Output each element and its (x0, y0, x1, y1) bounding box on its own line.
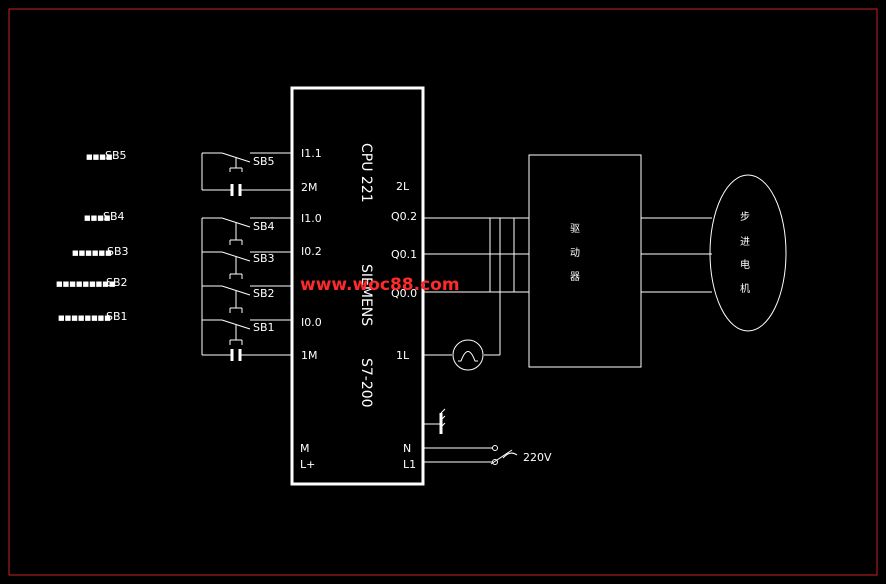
left-labels: ■■■■ SB5 ■■■■ SB4 ■■■■■■ SB3 ■■■■■■■■■ S… (56, 149, 129, 323)
left-label-sb4: SB4 (103, 210, 125, 223)
motor-char-2: 进 (740, 236, 750, 248)
sb2-label: SB2 (253, 287, 275, 300)
svg-text:■■■■: ■■■■ (84, 214, 110, 222)
terminal-2l: 2L (396, 180, 410, 193)
ac-source-symbol (452, 339, 484, 371)
terminal-q0-0: Q0.0 (391, 287, 417, 300)
drawing-border (8, 8, 878, 576)
motor-char-1: 步 (740, 211, 750, 223)
motor-char-4: 机 (740, 282, 750, 295)
terminal-l1: L1 (403, 458, 416, 471)
terminal-n: N (403, 442, 411, 455)
ground-icon (423, 408, 446, 434)
plc-cpu-model: CPU 221 (358, 143, 374, 203)
motor-char-3: 电 (740, 258, 750, 271)
terminal-q0-2: Q0.2 (391, 210, 417, 223)
terminal-i1-1: I1.1 (301, 147, 322, 160)
driver-char-2: 动 (570, 247, 580, 259)
push-button-sb3: SB3 (221, 251, 275, 279)
sb3-label: SB3 (253, 252, 275, 265)
left-label-sb2: SB2 (106, 276, 128, 289)
plc-brand: SIEMENS (358, 264, 374, 326)
sb1-label: SB1 (253, 321, 275, 334)
watermark: www.woc88.com (300, 275, 460, 295)
motor-wiring (641, 217, 712, 293)
push-button-sb1: SB1 (221, 319, 275, 361)
svg-text:■■■■■■■■: ■■■■■■■■ (58, 314, 111, 322)
terminal-i0-0: I0.0 (301, 316, 322, 329)
terminal-i0-2: I0.2 (301, 245, 322, 258)
svg-text:■■■■■■: ■■■■■■ (72, 249, 112, 257)
left-label-sb3: SB3 (107, 245, 129, 258)
push-button-sb2: SB2 (221, 285, 275, 313)
terminal-m: M (300, 442, 310, 455)
terminal-l-plus: L+ (300, 458, 315, 471)
terminal-i1-0: I1.0 (301, 212, 322, 225)
sb4-label: SB4 (253, 220, 275, 233)
driver-char-3: 器 (570, 271, 580, 283)
terminal-2m: 2M (301, 181, 318, 194)
voltage-label: 220V (523, 451, 552, 464)
terminal-1l: 1L (396, 349, 410, 362)
terminal-1m: 1M (301, 349, 318, 362)
stepper-motor (709, 174, 787, 332)
plc-series: S7-200 (358, 358, 374, 408)
driver-char-1: 驱 (570, 223, 580, 235)
output-wiring (423, 217, 529, 356)
svg-text:■■■■: ■■■■ (86, 153, 112, 161)
svg-text:■■■■■■■■■: ■■■■■■■■■ (56, 280, 116, 288)
power-input: 220V (423, 445, 552, 465)
stepper-driver (528, 154, 642, 368)
input-wiring (201, 152, 292, 356)
sb5-label: SB5 (253, 155, 275, 168)
terminal-q0-1: Q0.1 (391, 248, 417, 261)
left-label-sb1: SB1 (106, 310, 128, 323)
push-button-sb4: SB4 (221, 217, 275, 245)
push-button-sb5: SB5 (221, 152, 275, 196)
left-label-sb5: SB5 (105, 149, 127, 162)
